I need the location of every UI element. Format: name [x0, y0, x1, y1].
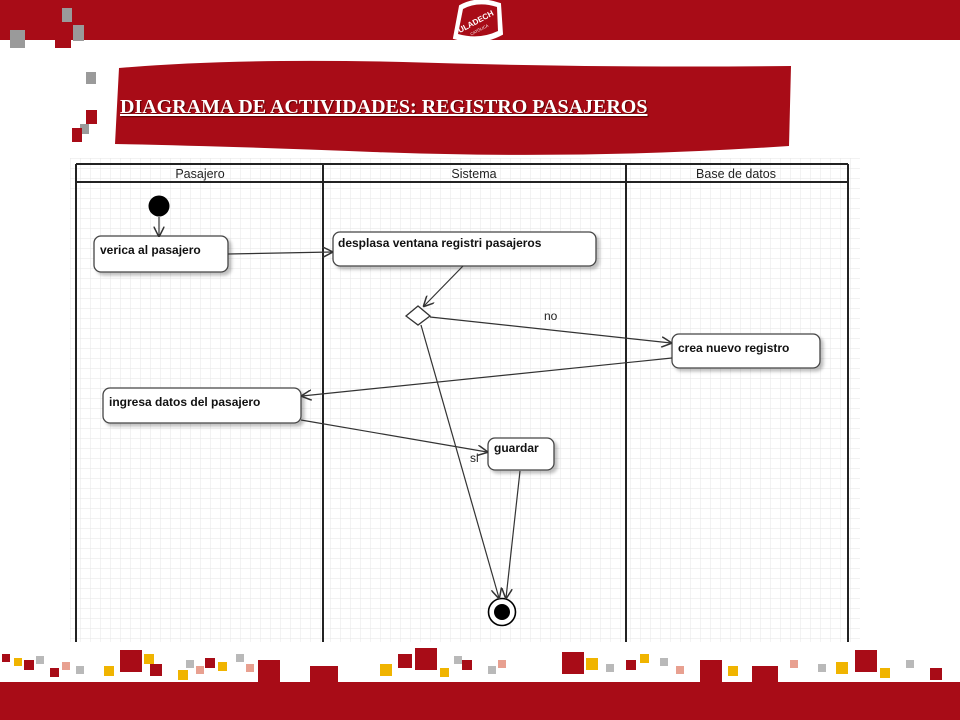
activity-diagram: Pasajero Sistema Base de datos verica al… — [70, 158, 860, 642]
final-node — [487, 597, 517, 627]
slide-title: DIAGRAMA DE ACTIVIDADES: REGISTRO PASAJE… — [120, 96, 648, 118]
decorative-squares-bottom — [2, 648, 942, 682]
flow-verify-to-window — [227, 252, 332, 254]
decorative-squares-top — [10, 0, 97, 142]
flow-create-to-enter — [302, 357, 673, 396]
diagram-canvas: Pasajero Sistema Base de datos verica al… — [70, 158, 860, 642]
action-enter-data: ingresa datos del pasajero — [102, 387, 302, 424]
action-show-window-label: desplasa ventana registri pasajeros — [338, 236, 542, 250]
title-banner — [115, 60, 791, 155]
action-show-window: desplasa ventana registri pasajeros — [332, 231, 597, 267]
action-create-record-label: crea nuevo registro — [678, 341, 789, 355]
uladech-logo: ULADECH CATÓLICA — [452, 0, 504, 43]
guard-si: si — [470, 451, 479, 465]
flow-save-to-final — [506, 470, 521, 598]
lane-title-base-de-datos: Base de datos — [696, 167, 776, 181]
guard-no: no — [544, 309, 558, 323]
lane-title-pasajero: Pasajero — [175, 167, 224, 181]
action-verify-passenger: verica al pasajero — [93, 235, 229, 273]
action-verify-label: verica al pasajero — [100, 243, 201, 257]
lane-title-sistema: Sistema — [451, 167, 496, 181]
action-enter-data-label: ingresa datos del pasajero — [109, 395, 260, 409]
action-save: guardar — [487, 437, 555, 471]
decision-node — [404, 305, 432, 326]
flow-window-to-decision — [424, 265, 464, 306]
action-create-record: crea nuevo registro — [671, 333, 821, 369]
flow-decision-to-create — [429, 316, 671, 343]
control-flows — [159, 217, 672, 598]
flow-decision-to-final — [420, 324, 499, 598]
initial-node — [148, 195, 170, 217]
action-save-label: guardar — [494, 441, 539, 455]
footer-bar — [0, 682, 960, 720]
swimlane-frame — [75, 163, 849, 642]
